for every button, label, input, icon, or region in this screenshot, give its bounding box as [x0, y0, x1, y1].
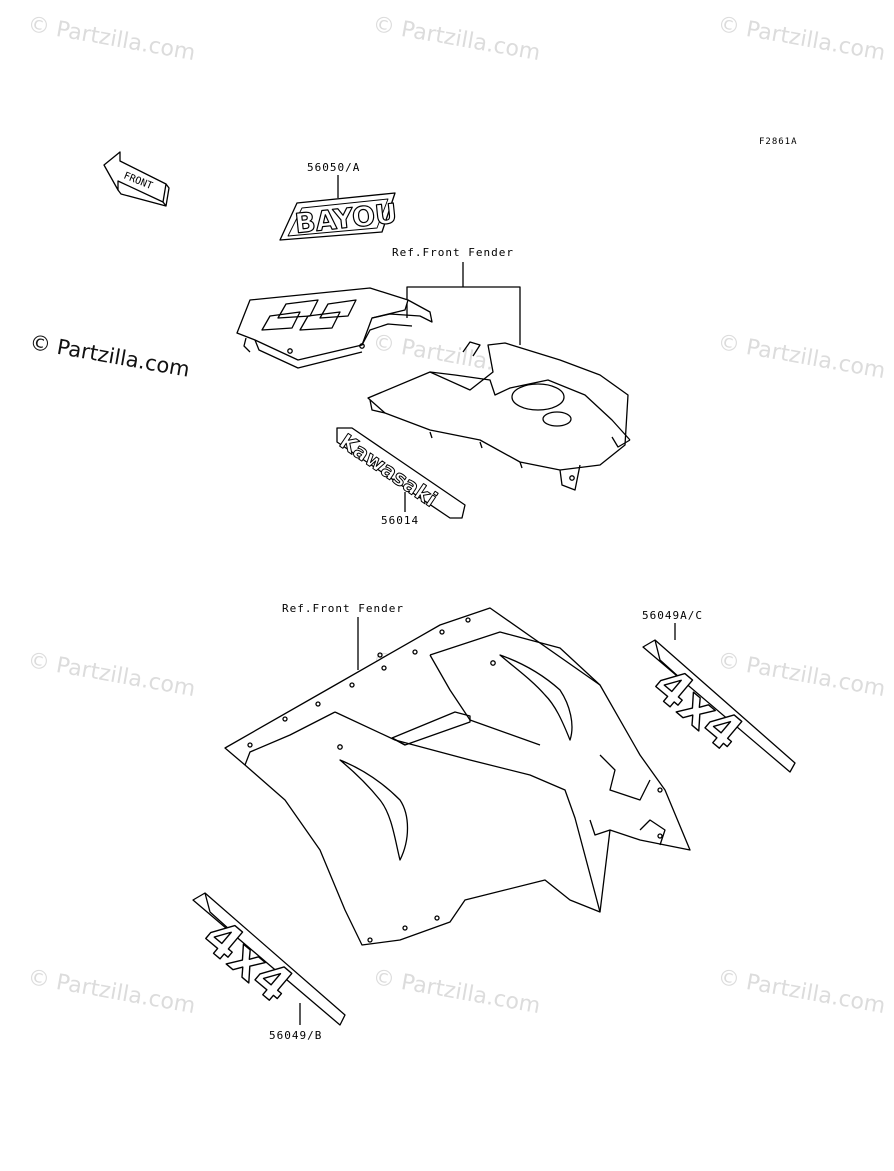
- front-fender-top-right: [367, 341, 631, 491]
- decal-56050-bayou: BAYOU: [279, 192, 399, 241]
- callout-ref-front-fender-top: Ref.Front Fender: [392, 246, 514, 259]
- callout-56050a: 56050/A: [307, 161, 361, 174]
- callout-56049b: 56049/B: [269, 1029, 323, 1042]
- callout-56014: 56014: [381, 514, 420, 527]
- decal-56049ac-4x4: 4x4: [642, 639, 796, 773]
- callout-56049ac: 56049A/C: [642, 609, 703, 622]
- four-by-four-decal-right-text: 4x4: [642, 656, 753, 762]
- callout-ref-front-fender-bottom: Ref.Front Fender: [282, 602, 404, 615]
- decal-56049b-4x4: 4x4: [192, 892, 346, 1026]
- bayou-decal-text: BAYOU: [293, 198, 398, 240]
- kawasaki-decal-text: Kawasaki: [335, 429, 441, 511]
- figure-code: F2861A: [759, 137, 798, 147]
- decal-56014-kawasaki: Kawasaki: [335, 427, 466, 519]
- front-fender-top-left: [236, 287, 433, 369]
- rear-fender: [224, 607, 691, 946]
- four-by-four-decal-left-text: 4x4: [192, 908, 303, 1014]
- front-arrow-icon: FRONT: [103, 151, 170, 207]
